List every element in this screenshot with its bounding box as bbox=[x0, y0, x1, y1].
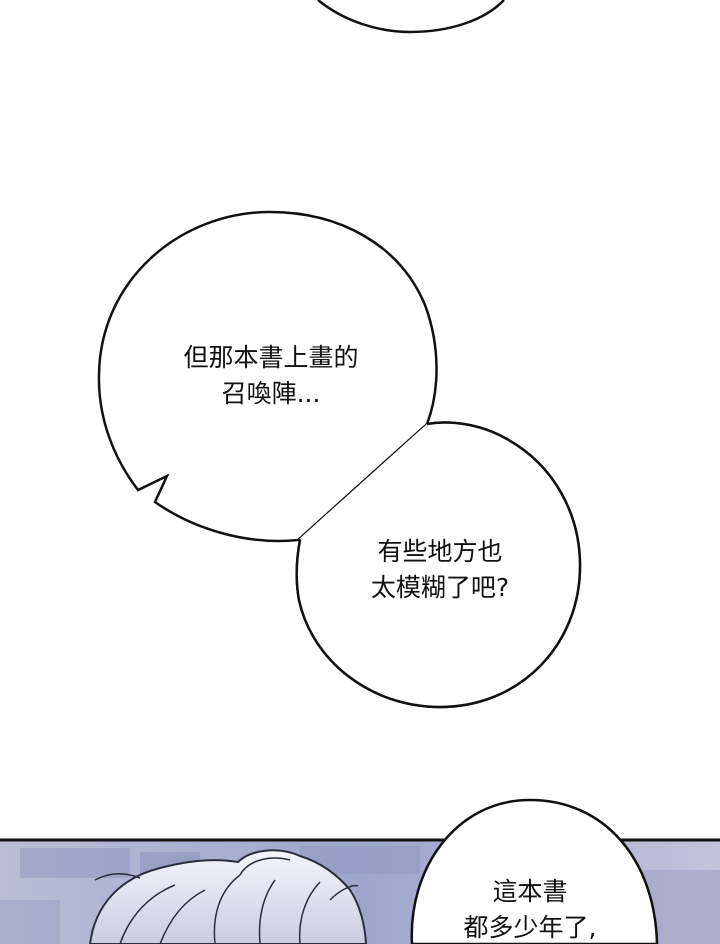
bubble-3-text: 這本書 都多少年了, bbox=[445, 874, 615, 944]
speech-bubble-3 bbox=[410, 798, 659, 944]
bubble-1-line-1: 但那本書上畫的 bbox=[183, 343, 359, 372]
bubble-1-text: 但那本書上畫的 召喚陣... bbox=[160, 340, 382, 412]
bubble-3-line-1: 這本書 bbox=[492, 877, 568, 906]
bubble-1-line-2: 召喚陣... bbox=[221, 379, 321, 408]
character-hair bbox=[88, 849, 368, 944]
bubble-2-line-1: 有些地方也 bbox=[377, 537, 503, 566]
bubble-2-line-2: 太模糊了吧? bbox=[370, 573, 510, 602]
bubble-3-line-2: 都多少年了, bbox=[463, 913, 597, 942]
partial-bubble-top bbox=[317, 0, 505, 34]
bubble-2-text: 有些地方也 太模糊了吧? bbox=[352, 534, 528, 606]
speech-bubble-1 bbox=[97, 210, 438, 543]
